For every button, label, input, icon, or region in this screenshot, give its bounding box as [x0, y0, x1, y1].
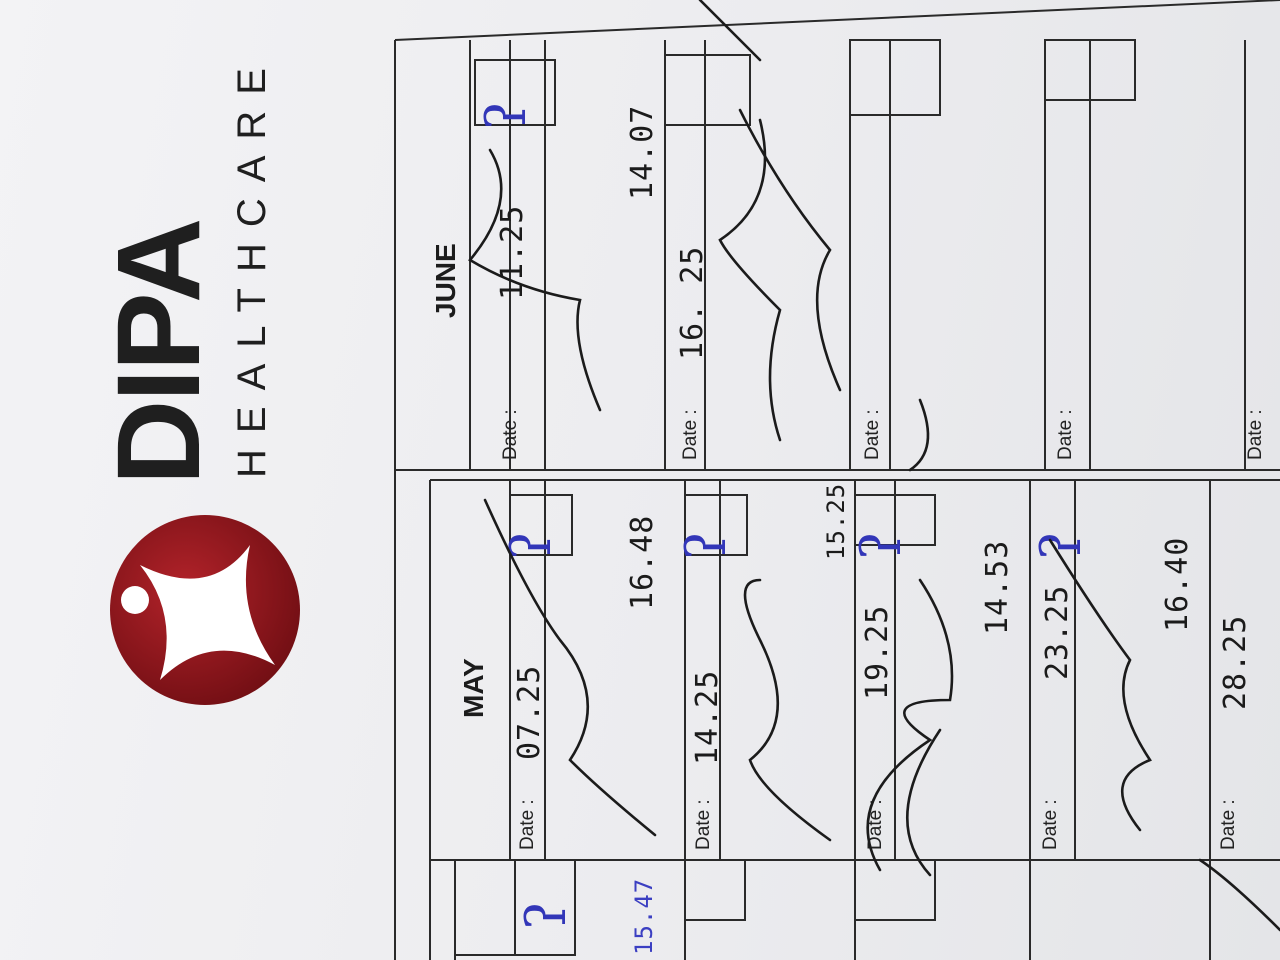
handwritten-date: 23.25: [1040, 584, 1075, 680]
date-label: Date :: [1218, 799, 1239, 850]
check-mark-icon: ʔ: [1030, 531, 1093, 560]
handwritten-date: 07.25: [512, 664, 547, 760]
handwritten-time: 15.47: [630, 877, 658, 955]
handwritten-time: 16.40: [1160, 536, 1195, 632]
date-label: Date :: [500, 409, 521, 460]
date-label: Date :: [1040, 799, 1061, 850]
check-mark-icon: ʔ: [475, 101, 538, 130]
date-label: Date :: [693, 799, 714, 850]
handwritten-time: 15.25: [822, 482, 850, 560]
handwritten-time: 16.48: [625, 514, 660, 610]
month-heading-may: MAY: [458, 658, 489, 718]
check-mark-icon: ʔ: [500, 531, 563, 560]
date-label: Date :: [1245, 409, 1266, 460]
handwritten-date: 16. 25: [675, 245, 710, 360]
date-label: Date :: [680, 409, 701, 460]
handwritten-time: 14.53: [980, 539, 1015, 635]
handwritten-date: 14.25: [690, 669, 725, 765]
date-label: Date :: [865, 799, 886, 850]
handwritten-date: 28.25: [1218, 614, 1253, 710]
check-mark-icon: ʔ: [675, 531, 738, 560]
date-label: Date :: [1055, 409, 1076, 460]
handwritten-date: 19.25: [860, 604, 895, 700]
month-heading-june: JUNE: [430, 243, 461, 318]
date-label: Date :: [862, 409, 883, 460]
handwritten-time: 14.07: [625, 104, 660, 200]
handwritten-date: 11.25: [495, 204, 530, 300]
dipa-logo-icon: [110, 515, 300, 705]
check-mark-icon: ʔ: [515, 901, 578, 930]
check-mark-icon: ʔ: [850, 531, 913, 560]
date-label: Date :: [517, 799, 538, 850]
